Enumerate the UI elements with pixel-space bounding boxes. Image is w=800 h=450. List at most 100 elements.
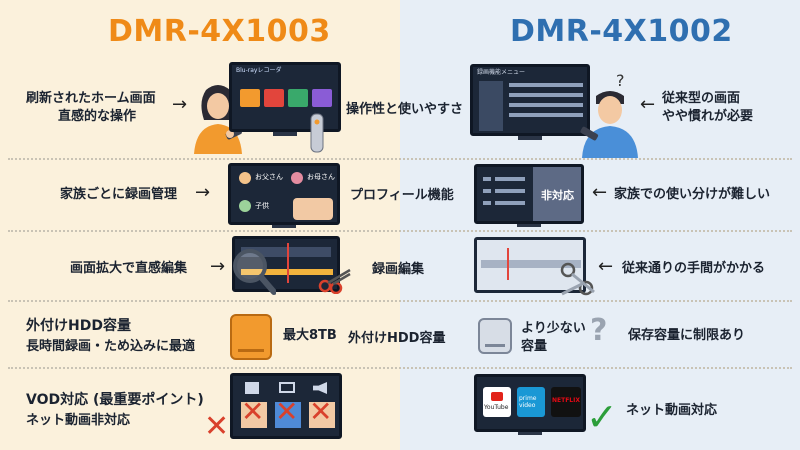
profile-father-label: お父さん [255, 173, 283, 181]
menu-line [509, 83, 583, 87]
left-vod-tv: ✕ ✕ ✕ [230, 373, 342, 439]
menu-sidebar [479, 81, 503, 131]
right-operation-text-2: やや慣れが必要 [662, 109, 754, 124]
tv-stand [518, 432, 542, 435]
avatar-icon [239, 200, 251, 212]
scissors-icon [318, 268, 351, 294]
edit-marker [287, 243, 289, 283]
unsupported-panel [533, 167, 581, 221]
right-legacy-menu-tv: 録画機能メニュー [470, 64, 590, 136]
left-model-title: DMR-4X1003 [108, 14, 331, 49]
left-hdd-sub: 長時間録画・ため込みに最適 [26, 339, 196, 354]
cross-icon: ✕ [241, 395, 265, 428]
edit-center-label: 録画編集 [372, 262, 425, 277]
menu-line [495, 177, 525, 181]
menu-line [483, 201, 491, 205]
tv-stand [272, 225, 296, 228]
menu-line [495, 189, 525, 193]
right-profile-text: 家族での使い分けが難しい [614, 187, 771, 202]
youtube-app-icon: YouTube [483, 387, 511, 417]
supported-check-icon: ✓ [586, 395, 618, 439]
person-with-remote-icon [194, 85, 242, 154]
netflix-label: NETFLIX [552, 397, 580, 404]
left-profile-text: 家族ごとに録画管理 [60, 187, 178, 202]
blocked-app-icon [275, 402, 301, 428]
tv-screen-title: 録画機能メニュー [477, 69, 526, 76]
prime-video-app-icon: prime video [517, 387, 545, 417]
menu-line [483, 177, 491, 181]
right-vod-tv: YouTube prime video NETFLIX [474, 374, 586, 432]
question-icon: ? [590, 313, 608, 348]
hdd-large-icon [230, 314, 272, 360]
menu-line [509, 113, 583, 117]
prime-video-label: prime video [519, 395, 537, 409]
row-divider [8, 230, 792, 232]
row-divider [8, 300, 792, 302]
family-icon [293, 198, 333, 220]
left-hdd-label: 外付けHDD容量 [26, 318, 131, 334]
left-vod-label: VOD対応 (最重要ポイント) [26, 392, 204, 408]
avatar-icon [291, 172, 303, 184]
right-hdd-note: 保存容量に制限あり [628, 328, 746, 343]
netflix-app-icon: NETFLIX [551, 387, 581, 417]
arrow-left-icon: ← [640, 94, 656, 115]
tv-stand [273, 132, 297, 136]
arrow-right-icon: → [172, 94, 188, 115]
hdd-small-icon [478, 318, 512, 354]
operation-center-label: 操作性と使いやすさ [346, 102, 464, 117]
tv-tile-icon [264, 89, 284, 107]
youtube-label: YouTube [484, 404, 509, 411]
timeline-thumbs [241, 247, 331, 257]
hdd-slot [485, 344, 505, 347]
right-hdd-capacity-2: 容量 [521, 339, 548, 354]
timeline-bar [481, 260, 581, 268]
tv-stand [517, 224, 541, 227]
right-hdd-capacity-1: より少ない [521, 321, 586, 336]
remote-icon [310, 113, 324, 153]
right-operation-text-1: 従来型の画面 [662, 91, 741, 106]
left-profile-tv: お父さん お母さん 子供 [228, 163, 340, 225]
film-icon [245, 382, 259, 394]
right-edit-text: 従来通りの手間がかかる [622, 261, 766, 276]
tv-tile-icon [312, 89, 332, 107]
svg-text:?: ? [616, 72, 625, 90]
tv-screen-title: Blu-rayレコーダ [236, 67, 282, 74]
speaker-icon [313, 382, 327, 394]
hdd-slot [238, 349, 264, 352]
youtube-logo-icon [491, 392, 503, 401]
avatar-icon [239, 172, 251, 184]
not-supported-icon: ✕ [204, 409, 230, 444]
blocked-app-icon [309, 402, 335, 428]
confused-person-icon: ? [580, 72, 638, 158]
left-hdd-capacity: 最大8TB [283, 328, 337, 343]
arrow-left-icon: ← [592, 182, 608, 203]
cross-icon: ✕ [275, 395, 299, 428]
left-edit-tv [232, 236, 340, 292]
row-divider [8, 158, 792, 160]
right-vod-text: ネット動画対応 [626, 403, 718, 418]
profile-child-label: 子供 [255, 202, 269, 210]
blocked-app-icon [241, 402, 267, 428]
unsupported-label: 非対応 [541, 189, 574, 202]
hdd-center-label: 外付けHDD容量 [348, 331, 446, 346]
row-divider [8, 367, 792, 369]
right-model-title: DMR-4X1002 [510, 14, 733, 49]
menu-line [509, 93, 583, 97]
tv-icon [279, 382, 295, 393]
magnifier-icon [233, 249, 276, 295]
tv-tile-icon [240, 89, 260, 107]
scissors-icon [560, 262, 595, 296]
right-profile-tv: 非対応 [474, 164, 584, 224]
left-operation-text-1: 刷新されたホーム画面 [26, 91, 156, 106]
left-operation-text-2: 直感的な操作 [58, 109, 137, 124]
arrow-right-icon: → [210, 256, 226, 277]
edit-marker [507, 248, 509, 280]
menu-line [509, 103, 583, 107]
menu-line [483, 189, 491, 193]
cross-icon: ✕ [309, 395, 333, 428]
profile-center-label: プロフィール機能 [350, 188, 454, 203]
tv-tile-icon [288, 89, 308, 107]
arrow-left-icon: ← [598, 256, 614, 277]
left-edit-text: 画面拡大で直感編集 [70, 261, 188, 276]
arrow-right-icon: → [195, 182, 211, 203]
